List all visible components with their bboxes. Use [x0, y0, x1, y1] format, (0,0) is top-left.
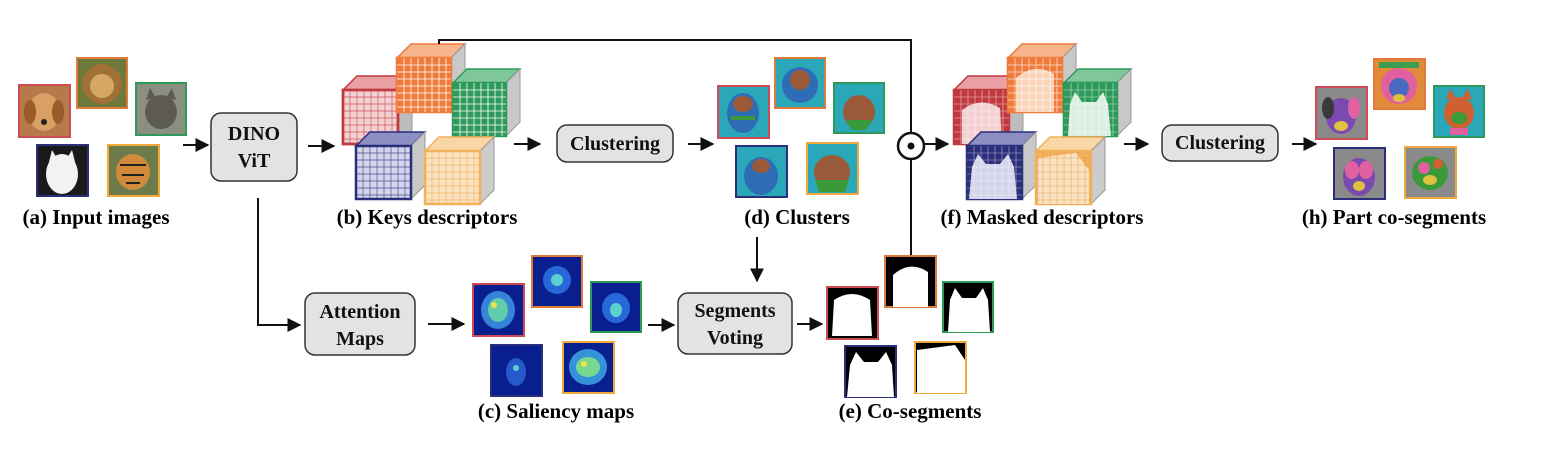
input-images-group: (a) Input images [18, 57, 187, 229]
cluster-image-cat [833, 82, 885, 134]
dino-label: DINO [228, 123, 280, 145]
voting-label: Voting [707, 327, 763, 349]
part-segment-tiger [1404, 146, 1457, 199]
part-segment-wolf [1333, 147, 1386, 200]
dino-vit-box: DINO ViT [210, 112, 298, 182]
part-segment-dog [1315, 86, 1368, 140]
tiger-thumbnail [107, 144, 160, 197]
saliency-map-tiger [562, 341, 615, 394]
segments-label: Segments [694, 300, 775, 322]
part-segment-cat [1433, 85, 1485, 138]
co-segments-group: (e) Co-segments [826, 255, 994, 423]
vit-label: ViT [238, 150, 271, 172]
attention-label: Attention [319, 301, 400, 323]
caption-input-images: (a) Input images [22, 205, 169, 229]
saliency-map-dog [472, 283, 525, 337]
clustering-label-2: Clustering [1175, 132, 1265, 154]
caption-co-segments: (e) Co-segments [839, 399, 982, 423]
cat-thumbnail [135, 82, 187, 136]
masked-cube-yellow [1034, 135, 1107, 206]
elementwise-product-symbol [896, 131, 926, 161]
cube-green [451, 67, 522, 138]
part-co-segments-group: (h) Part co-segments [1302, 58, 1486, 229]
cluster-image-wolf [735, 145, 788, 198]
cluster-image-lion [774, 57, 826, 109]
attention-maps-box: Attention Maps [304, 292, 416, 356]
saliency-map-cat [590, 281, 642, 333]
co-segment-tiger [914, 341, 967, 394]
cluster-image-dog [717, 85, 770, 139]
caption-saliency-maps: (c) Saliency maps [478, 399, 634, 423]
wolf-thumbnail [36, 144, 89, 197]
masked-cube-orange [1006, 42, 1078, 114]
connector-keys-to-product [438, 39, 912, 132]
clustering-label-1: Clustering [570, 133, 660, 155]
masked-cube-green [1062, 67, 1133, 138]
saliency-map-lion [531, 255, 583, 308]
co-segment-wolf [844, 345, 897, 398]
keys-descriptors-cubes: (b) Keys descriptors [337, 42, 522, 229]
segments-voting-box: Segments Voting [677, 292, 793, 355]
part-segment-lion [1373, 58, 1426, 110]
dog-thumbnail [18, 84, 71, 138]
clustering-box-1: Clustering [556, 124, 674, 163]
cube-yellow [423, 135, 496, 206]
masked-descriptors-cubes: (f) Masked descriptors [941, 42, 1144, 229]
co-segment-cat [942, 281, 994, 333]
caption-keys-descriptors: (b) Keys descriptors [337, 205, 518, 229]
co-segment-lion [884, 255, 937, 308]
masked-cube-navy [965, 130, 1038, 201]
arrow-dino-to-attention [257, 198, 302, 332]
caption-part-co-segments: (h) Part co-segments [1302, 205, 1486, 229]
saliency-maps-group: (c) Saliency maps [472, 255, 642, 423]
cube-navy [354, 130, 427, 201]
saliency-map-wolf [490, 344, 543, 397]
clusters-group: (d) Clusters [717, 57, 885, 229]
cluster-image-tiger [806, 142, 859, 195]
caption-masked-descriptors: (f) Masked descriptors [941, 205, 1144, 229]
maps-label: Maps [336, 328, 384, 350]
lion-thumbnail [76, 57, 128, 109]
co-segment-dog [826, 286, 879, 340]
caption-clusters: (d) Clusters [744, 205, 850, 229]
clustering-box-2: Clustering [1161, 124, 1279, 162]
